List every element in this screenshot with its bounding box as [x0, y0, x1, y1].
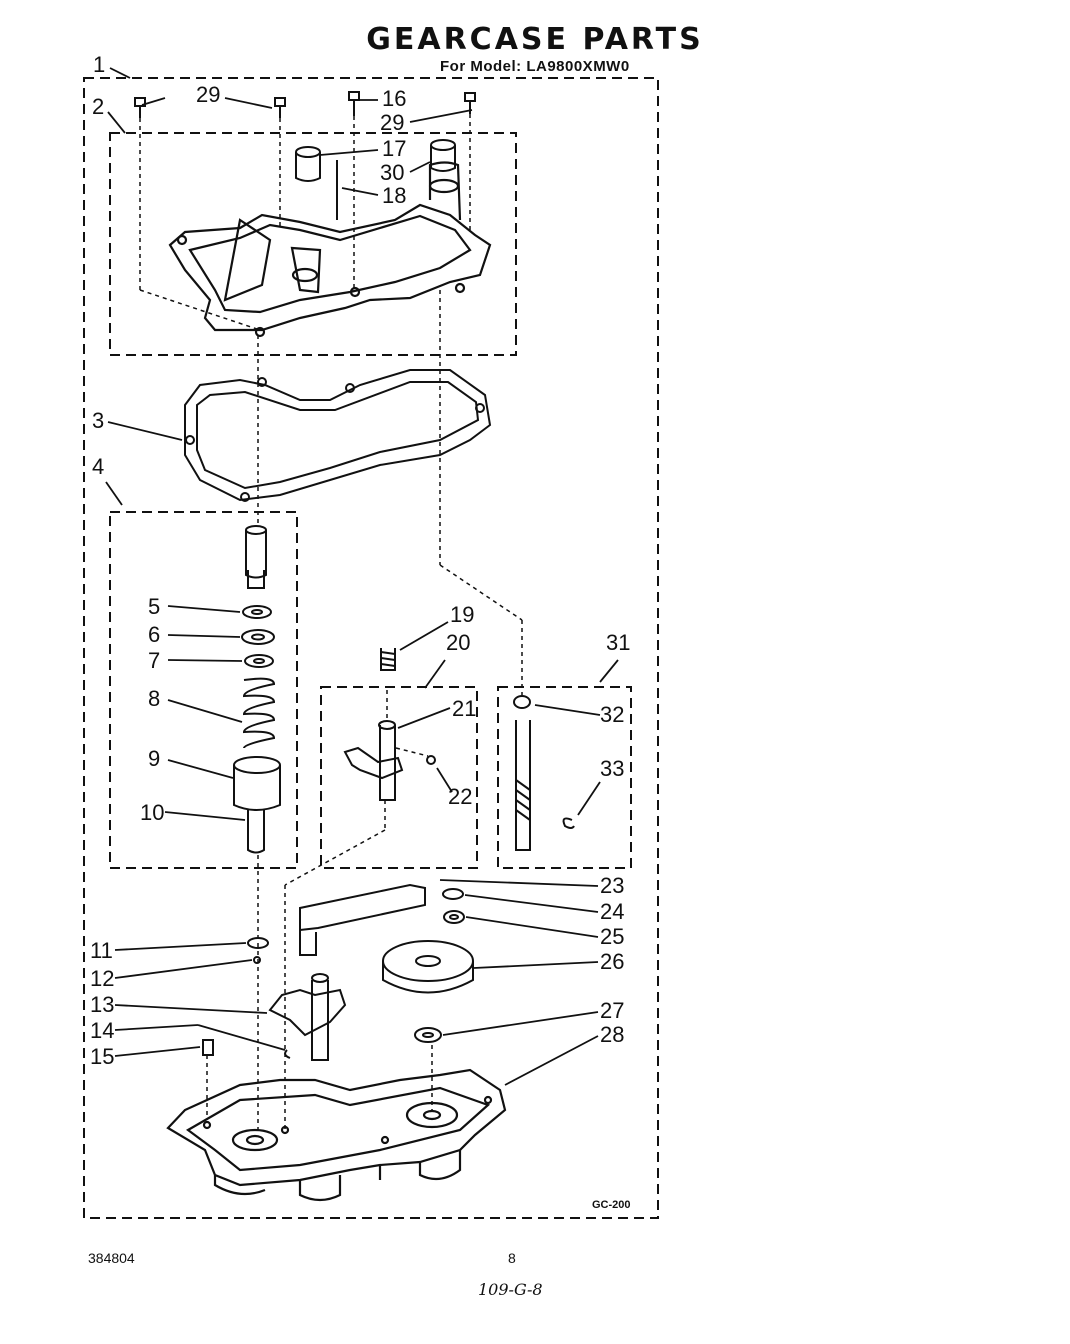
- callout-27: 27: [600, 998, 624, 1023]
- callout-14: 14: [90, 1018, 114, 1043]
- callout-30: 30: [380, 160, 404, 185]
- callout-21: 21: [452, 696, 476, 721]
- assembly-frame-1: [83, 77, 659, 1219]
- group-frame-4: [109, 511, 298, 869]
- screw-parts: [134, 91, 476, 220]
- shift-fork: [343, 648, 436, 801]
- callout-25: 25: [600, 924, 624, 949]
- callout-20: 20: [446, 630, 470, 655]
- gasket-3: [184, 369, 492, 502]
- page-number: 8: [508, 1250, 516, 1266]
- page-title: GEARCASE PARTS: [366, 22, 704, 57]
- callout-9: 9: [148, 746, 160, 771]
- callout-33: 33: [600, 756, 624, 781]
- callout-28: 28: [600, 1022, 624, 1047]
- group-frame-20: [320, 686, 478, 869]
- callout-16: 16: [382, 86, 406, 111]
- callout-12: 12: [90, 966, 114, 991]
- callout-32: 32: [600, 702, 624, 727]
- callout-6: 6: [148, 622, 160, 647]
- handwritten-note: 109-G-8: [478, 1280, 543, 1299]
- callout-4: 4: [92, 454, 104, 479]
- group-frame-31: [497, 686, 632, 869]
- callout-1: 1: [93, 52, 105, 77]
- callout-29-right: 29: [380, 110, 404, 135]
- group-frame-2: [109, 132, 517, 356]
- callout-15: 15: [90, 1044, 114, 1069]
- callout-2: 2: [92, 94, 104, 119]
- callout-22: 22: [448, 784, 472, 809]
- diagram-code: GC-200: [592, 1199, 631, 1211]
- callout-3: 3: [92, 408, 104, 433]
- lower-gear-parts: [202, 883, 474, 1061]
- callout-26: 26: [600, 949, 624, 974]
- model-subtitle: For Model: LA9800XMW0: [440, 58, 630, 75]
- callout-17: 17: [382, 136, 406, 161]
- callout-8: 8: [148, 686, 160, 711]
- callout-19: 19: [450, 602, 474, 627]
- callout-31: 31: [606, 630, 630, 655]
- callout-10: 10: [140, 800, 164, 825]
- gearcase-cover: [168, 161, 492, 338]
- callout-5: 5: [148, 594, 160, 619]
- shaft-assembly: [513, 695, 575, 851]
- callout-11: 11: [90, 938, 113, 963]
- document-number: 384804: [88, 1250, 135, 1266]
- callout-23: 23: [600, 873, 624, 898]
- callout-24: 24: [600, 899, 624, 924]
- callout-18: 18: [382, 183, 406, 208]
- callout-13: 13: [90, 992, 114, 1017]
- pinion-assembly: [233, 525, 281, 854]
- gearcase-base: [166, 1068, 507, 1202]
- callout-7: 7: [148, 648, 160, 673]
- callout-29-left: 29: [196, 82, 220, 107]
